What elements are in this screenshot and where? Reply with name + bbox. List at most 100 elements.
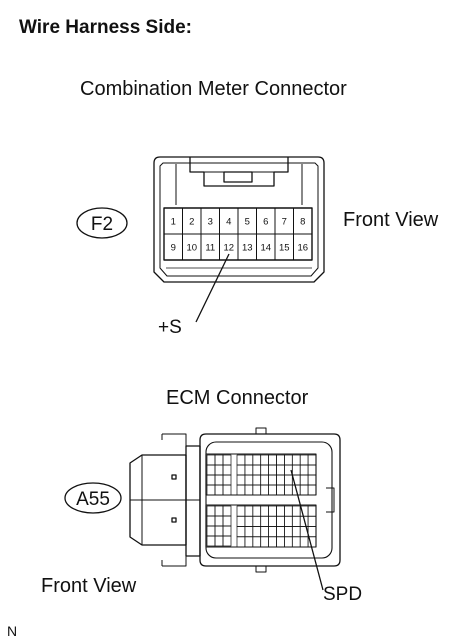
ecm-pin-grid	[206, 454, 317, 548]
ecm-terminal-cell	[214, 505, 224, 517]
ecm-terminal-cell	[236, 454, 246, 466]
ecm-terminal-cell	[244, 505, 254, 517]
pin-number: 3	[208, 217, 213, 228]
ecm-terminal-cell	[214, 454, 224, 466]
pin-number: 6	[263, 217, 268, 228]
plus-s-callout: +S	[158, 317, 182, 338]
f2-connector-code: F2	[91, 214, 113, 235]
corner-mark: N	[7, 623, 18, 639]
a55-connector-tag	[64, 482, 122, 514]
ecm-terminal-cell	[244, 454, 254, 466]
ecm-terminal-cell	[260, 474, 269, 486]
ecm-terminal-cell	[299, 464, 309, 476]
ecm-terminal-cell	[206, 515, 216, 527]
pin-number: 4	[226, 217, 231, 228]
ecm-terminal-cell	[206, 464, 216, 476]
ecm-terminal-cell	[260, 515, 269, 527]
page-title: Wire Harness Side:	[19, 17, 193, 38]
ecm-terminal-cell	[268, 464, 277, 476]
ecm-terminal-cell	[244, 536, 254, 548]
ecm-terminal-cell	[291, 536, 301, 548]
ecm-terminal-cell	[244, 526, 254, 538]
ecm-terminal-cell	[260, 505, 269, 517]
ecm-terminal-cell	[307, 474, 317, 486]
plus-s-leader-line	[195, 253, 230, 323]
pin-number: 10	[186, 243, 197, 254]
pin-number: 16	[297, 243, 308, 254]
ecm-terminal-cell	[260, 526, 269, 538]
ecm-terminal-cell	[284, 536, 293, 548]
f2-connector-tag	[76, 207, 128, 239]
pin-number: 8	[300, 217, 305, 228]
ecm-terminal-cell	[222, 484, 232, 496]
ecm-terminal-cell	[252, 474, 262, 486]
ecm-terminal-cell	[222, 535, 232, 547]
ecm-terminal-cell	[284, 484, 293, 496]
ecm-terminal-cell	[236, 474, 246, 486]
pin-number: 14	[260, 243, 271, 254]
ecm-terminal-cell	[284, 505, 293, 517]
ecm-terminal-cell	[252, 464, 262, 476]
ecm-terminal-cell	[206, 474, 216, 486]
ecm-terminal-cell	[206, 505, 216, 517]
ecm-terminal-cell	[284, 515, 293, 527]
pin-number: 2	[189, 217, 194, 228]
ecm-terminal-cell	[276, 464, 285, 476]
ecm-terminal-cell	[291, 454, 301, 466]
ecm-terminal-cell	[236, 536, 246, 548]
ecm-terminal-cell	[268, 515, 277, 527]
ecm-terminal-cell	[284, 454, 293, 466]
ecm-terminal-cell	[222, 454, 232, 466]
spd-callout: SPD	[323, 584, 363, 605]
ecm-terminal-cell	[236, 484, 246, 496]
ecm-terminal-cell	[236, 505, 246, 517]
ecm-terminal-cell	[291, 526, 301, 538]
combination-meter-heading: Combination Meter Connector	[80, 78, 347, 100]
spd-leader-line	[290, 469, 324, 591]
ecm-terminal-cell	[214, 525, 224, 537]
ecm-terminal-cell	[276, 474, 285, 486]
ecm-terminal-cell	[284, 526, 293, 538]
ecm-terminal-cell	[244, 464, 254, 476]
pin-number: 13	[242, 243, 253, 254]
ecm-terminal-cell	[276, 515, 285, 527]
ecm-terminal-cell	[222, 464, 232, 476]
combination-meter-view-label: Front View	[343, 209, 439, 231]
ecm-terminal-cell	[214, 484, 224, 496]
ecm-terminal-cell	[284, 474, 293, 486]
ecm-terminal-cell	[276, 526, 285, 538]
ecm-terminal-cell	[252, 515, 262, 527]
ecm-terminal-cell	[206, 535, 216, 547]
ecm-terminal-cell	[307, 484, 317, 496]
ecm-terminal-cell	[268, 454, 277, 466]
a55-connector-code: A55	[76, 489, 110, 510]
ecm-terminal-cell	[206, 525, 216, 537]
ecm-terminal-cell	[252, 505, 262, 517]
ecm-terminal-cell	[252, 454, 262, 466]
ecm-terminal-cell	[222, 515, 232, 527]
ecm-heading: ECM Connector	[166, 387, 309, 409]
ecm-terminal-cell	[244, 484, 254, 496]
ecm-terminal-cell	[214, 464, 224, 476]
pin-number: 1	[171, 217, 176, 228]
ecm-terminal-cell	[222, 505, 232, 517]
ecm-terminal-cell	[222, 525, 232, 537]
ecm-terminal-cell	[252, 484, 262, 496]
ecm-terminal-cell	[260, 464, 269, 476]
ecm-terminal-cell	[291, 515, 301, 527]
ecm-terminal-cell	[260, 536, 269, 548]
pin-number: 7	[282, 217, 287, 228]
ecm-terminal-cell	[222, 474, 232, 486]
pin-cell	[293, 233, 313, 261]
ecm-terminal-cell	[260, 454, 269, 466]
ecm-terminal-cell	[268, 474, 277, 486]
ecm-terminal-cell	[244, 515, 254, 527]
ecm-terminal-cell	[252, 526, 262, 538]
ecm-connector	[129, 427, 341, 573]
ecm-terminal-cell	[252, 536, 262, 548]
ecm-terminal-cell	[291, 505, 301, 517]
ecm-terminal-cell	[236, 515, 246, 527]
